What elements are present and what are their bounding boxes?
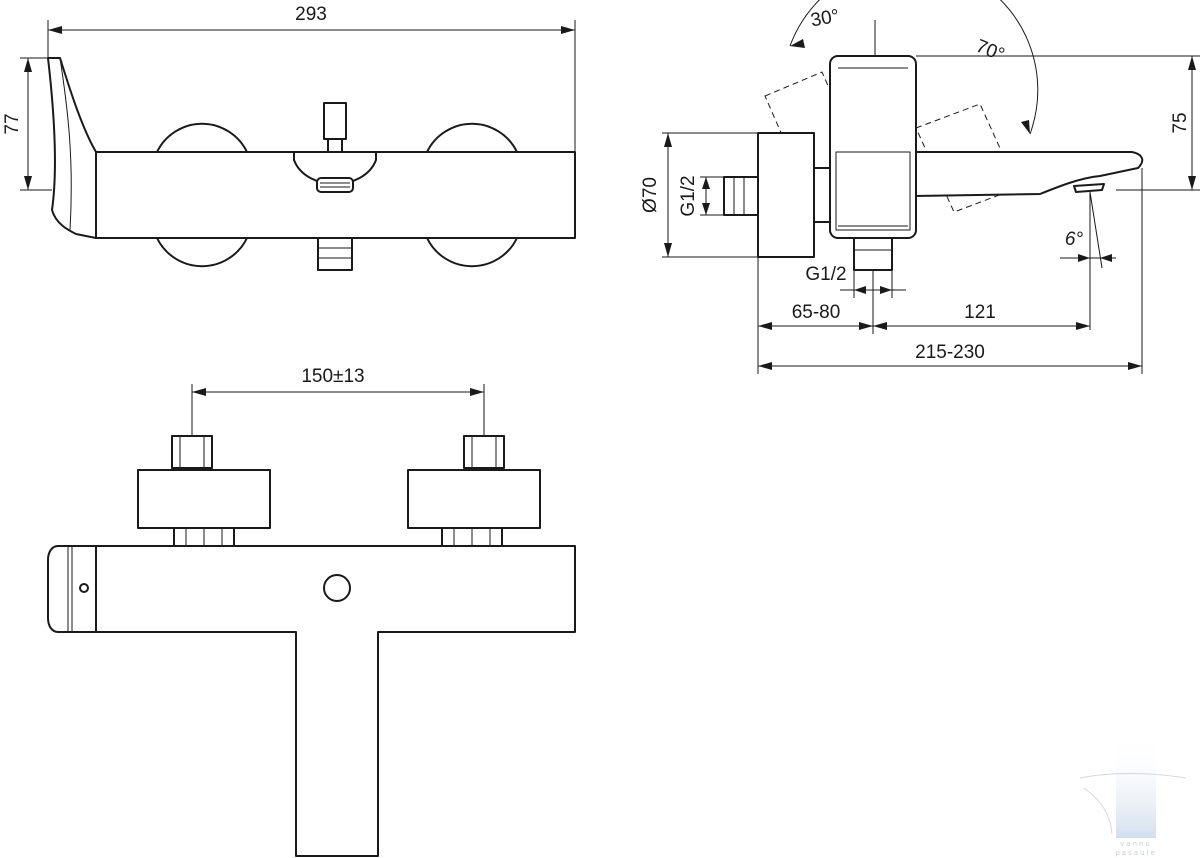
rosette-left-top (156, 122, 248, 153)
watermark-line1: vannu (1120, 840, 1152, 848)
watermark-logo: vannu pasaule (1079, 734, 1187, 857)
rosette-right-top (426, 122, 518, 153)
dim-g12-bottom-label: G1/2 (805, 264, 846, 285)
handle-lever (47, 57, 97, 239)
connector-neck (813, 167, 831, 223)
rosette-right (407, 469, 541, 529)
angle-70-label: 70° (973, 36, 1008, 66)
dim-293-label: 293 (295, 4, 327, 25)
aerator-outlet (316, 177, 354, 193)
dim-6deg-label: 6° (1065, 229, 1084, 250)
rosette-right-bottom (426, 237, 518, 268)
handle-body (829, 55, 917, 239)
dim-215-230-label: 215-230 (915, 342, 985, 363)
diverter-knob[interactable] (323, 102, 347, 140)
front-view: 293 77 (2, 4, 576, 271)
dim-77-label: 77 (2, 113, 23, 134)
dim-75-label: 75 (1170, 112, 1191, 133)
bottom-thread (853, 237, 893, 271)
angle-30-label: 30° (809, 6, 841, 32)
rosette-left-bottom (156, 237, 248, 268)
rosette-left (137, 469, 271, 529)
wall-rosette (757, 132, 815, 258)
side-view: 75 Ø70 G1/2 G1/2 6° 65-80 (640, 0, 1200, 374)
inlet-thread (723, 176, 759, 216)
body-inner (835, 151, 911, 231)
spout-outlet (1073, 183, 1105, 193)
bath-spout (913, 151, 1144, 197)
inlet-thread-right (463, 435, 505, 469)
dim-g12-side-label: G1/2 (678, 175, 699, 216)
dim-65-80-label: 65-80 (792, 302, 841, 323)
angle-arc (789, 0, 1039, 135)
dim-121-label: 121 (964, 302, 996, 323)
diverter-button[interactable] (323, 574, 351, 602)
dim-150-label: 150±13 (301, 366, 364, 387)
handle-screw (79, 583, 89, 593)
watermark-line2: pasaule (1115, 849, 1156, 857)
dim-d70-label: Ø70 (640, 177, 661, 213)
bottom-connector (317, 237, 353, 271)
mixer-body-top (95, 545, 576, 857)
top-view: 150±13 (47, 366, 576, 857)
handle-lever-inner (59, 57, 72, 231)
inlet-thread-left (171, 435, 213, 469)
